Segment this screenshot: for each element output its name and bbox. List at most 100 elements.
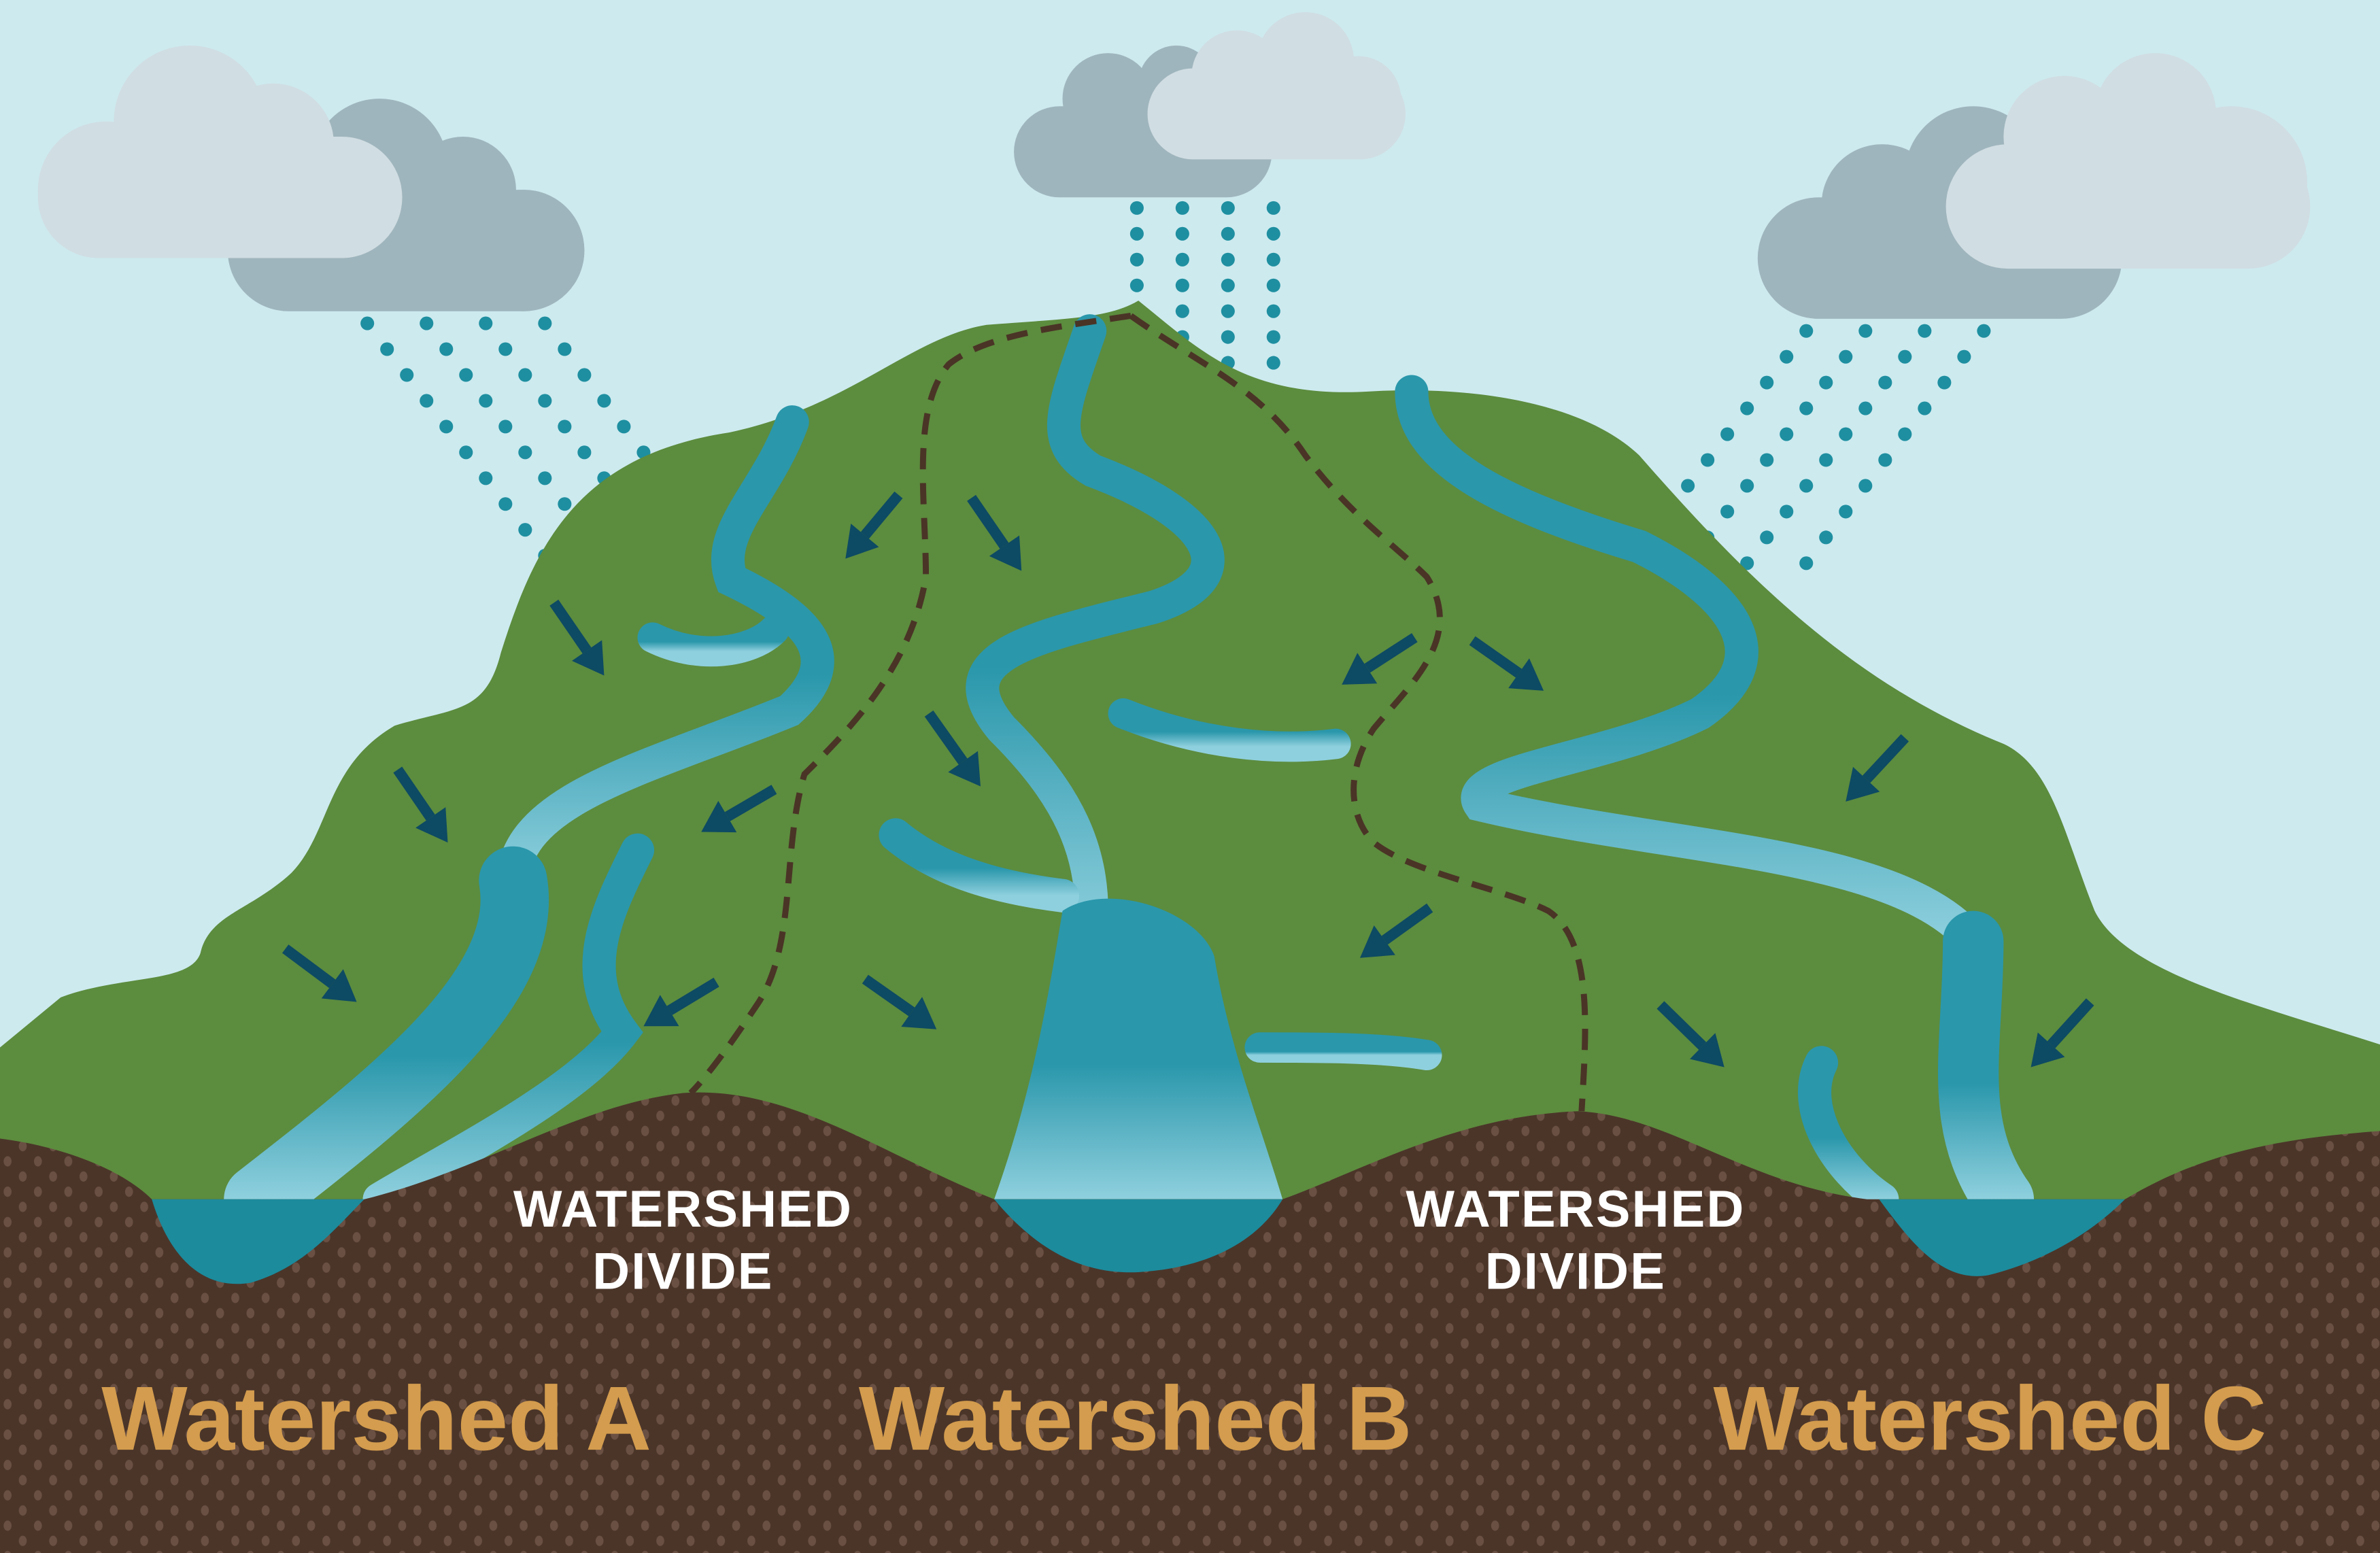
flow-arrow-icon [1846,734,1909,802]
rain-drop [459,445,473,460]
rain-drop [1175,304,1189,318]
watershed-a-label: Watershed A [101,1368,651,1469]
rain-drop [1858,401,1873,415]
flow-arrow-icon [1469,636,1544,691]
rain-drop [1129,252,1144,267]
flow-arrow-icon [393,766,448,843]
flow-arrow-icon [1342,633,1418,685]
rain-drop [577,368,592,382]
flow-arrow-icon [282,944,357,1002]
lake-b [994,1199,1283,1273]
rain-drop [1780,349,1794,364]
watershed-b-label: Watershed B [859,1368,1412,1469]
lake-a [152,1199,364,1284]
rain-drop [420,316,434,330]
rain-drop [1221,226,1235,241]
river-b [879,314,1442,1071]
rain-drop [1720,505,1735,519]
flow-arrow-icon [549,599,605,676]
rain-drop [498,497,513,511]
rain-drop [1701,453,1715,467]
rain-drop [617,420,631,434]
rain-drop [1799,479,1814,493]
watershed-divide-line [688,312,1588,1112]
cloud-icon [1014,12,1406,198]
rain-drop [420,394,434,408]
cloud-icon [37,45,585,311]
rain-drop [1780,427,1794,441]
rain-drop [1799,324,1814,338]
rain-drop [1878,453,1892,467]
flow-arrow-icon [1656,1001,1724,1068]
rain-drop [439,342,454,356]
rain-drop [1918,401,1932,415]
divide-label-line1: WATERSHED [513,1180,853,1238]
rain-drop [1839,427,1853,441]
rain-drop [1898,427,1912,441]
rain-drop [577,445,592,460]
rain-drop [1839,349,1853,364]
rain-drop [1266,201,1280,215]
rain-drop [498,342,513,356]
flow-arrow-icon [2030,998,2094,1068]
rain-drop [1740,556,1754,570]
rain-drop [1819,530,1833,545]
rain-drop [1129,278,1144,292]
flow-arrow-icon [643,977,719,1027]
rain-drop [1129,226,1144,241]
rain-drop [479,316,493,330]
rain-drop [1819,453,1833,467]
river-c [1395,375,2035,1230]
rain-drop [1266,330,1280,344]
rain-drop [1858,324,1873,338]
flow-arrow-icon [967,494,1022,571]
rain-drop [518,523,532,537]
rain-drop [479,471,493,485]
rain-drop [1266,304,1280,318]
cloud-icon [1757,53,2311,319]
rain-drop [1221,278,1235,292]
rain-drop [1937,375,1952,390]
rain-drop [1957,349,1971,364]
divide-label-1: WATERSHED DIVIDE [513,1180,853,1301]
rain-drop [1175,252,1189,267]
rain-drop [1221,304,1235,318]
flow-arrow-icon [862,974,937,1029]
flow-arrow-icon [1360,903,1433,958]
rain-drop [538,394,552,408]
rain-drop [1760,453,1774,467]
divide-label-line2: DIVIDE [1485,1243,1666,1301]
rain-drop [597,394,611,408]
rain-drop [1819,375,1833,390]
river-b-mouth [994,898,1283,1199]
watershed-c-label: Watershed C [1714,1368,2267,1469]
rain-drop [538,316,552,330]
flow-arrow-icon [924,710,981,787]
rain-drop [1129,201,1144,215]
rain-drop [538,471,552,485]
rain-drop [479,394,493,408]
rain-drop [360,316,375,330]
divide-label-line1: WATERSHED [1406,1180,1745,1238]
rain-drop [1760,530,1774,545]
rain-drop [1740,479,1754,493]
rain-drop [1799,556,1814,570]
rain-drop [1175,201,1189,215]
rain-drop [1221,330,1235,344]
rain-drop [380,342,394,356]
rain-drop [558,497,572,511]
rain-drop [1760,375,1774,390]
rain-drop [1175,278,1189,292]
rain-drop [1720,427,1735,441]
rain-drop [1175,226,1189,241]
soil [0,1092,2380,1553]
rain-drop [1266,252,1280,267]
rain-drop [1918,324,1932,338]
rain-drop [518,368,532,382]
rain-drop [1799,401,1814,415]
rain-drop [1221,252,1235,267]
rain-drop [558,342,572,356]
flow-arrow-icon [701,785,777,833]
rain-drop [400,368,414,382]
